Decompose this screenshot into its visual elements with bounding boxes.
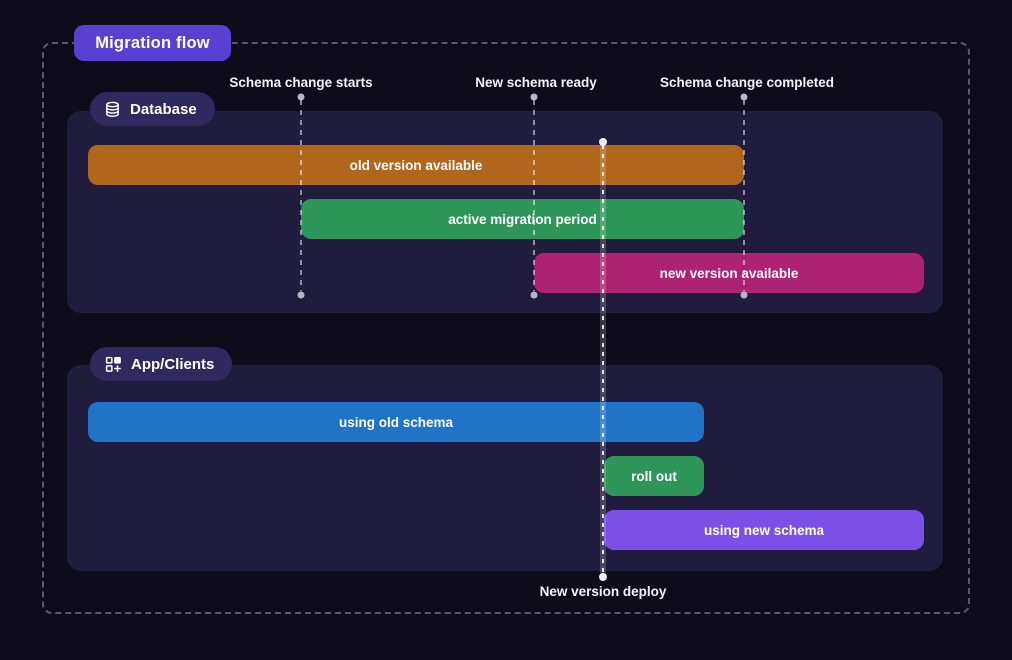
marker-new-schema-ready: New schema ready xyxy=(475,75,597,90)
database-icon xyxy=(104,101,121,118)
dot-new-version-deploy-bottom xyxy=(599,573,607,581)
guide-line-schema-change-completed xyxy=(743,100,745,291)
bar-active-migration-period: active migration period xyxy=(301,199,744,239)
dot-new-schema-ready-bottom xyxy=(530,291,538,299)
guide-line-new-schema-ready xyxy=(533,100,535,291)
database-section-badge: Database xyxy=(90,92,215,126)
bar-using-old-schema: using old schema xyxy=(88,402,704,442)
apps-plus-icon xyxy=(104,355,122,373)
diagram-title-badge: Migration flow xyxy=(74,25,231,61)
bar-new-version-available: new version available xyxy=(534,253,924,293)
bar-label: roll out xyxy=(631,468,677,484)
bar-using-new-schema: using new schema xyxy=(604,510,924,550)
dot-schema-change-starts-bottom xyxy=(297,291,305,299)
diagram-title: Migration flow xyxy=(95,33,210,52)
marker-new-version-deploy: New version deploy xyxy=(539,584,667,599)
dot-new-version-deploy-top xyxy=(599,138,607,146)
bar-label: using old schema xyxy=(338,414,454,430)
deploy-line xyxy=(602,145,604,575)
marker-schema-change-completed: Schema change completed xyxy=(659,75,835,90)
bar-label: active migration period xyxy=(448,211,597,227)
bar-label: using new schema xyxy=(703,522,825,538)
dot-new-schema-ready-top xyxy=(530,93,538,101)
app-clients-section-label: App/Clients xyxy=(131,355,215,373)
dot-schema-change-starts-top xyxy=(297,93,305,101)
marker-schema-change-starts: Schema change starts xyxy=(229,75,373,90)
dot-schema-change-completed-bottom xyxy=(740,291,748,299)
bar-old-version-available: old version available xyxy=(88,145,744,185)
bar-roll-out: roll out xyxy=(604,456,704,496)
database-section-label: Database xyxy=(130,100,197,118)
bar-label: old version available xyxy=(349,157,483,173)
guide-line-schema-change-starts xyxy=(300,100,302,291)
bar-label: new version available xyxy=(659,265,799,281)
app-clients-section-badge: App/Clients xyxy=(90,347,233,381)
dot-schema-change-completed-top xyxy=(740,93,748,101)
dashed-frame xyxy=(42,42,970,614)
